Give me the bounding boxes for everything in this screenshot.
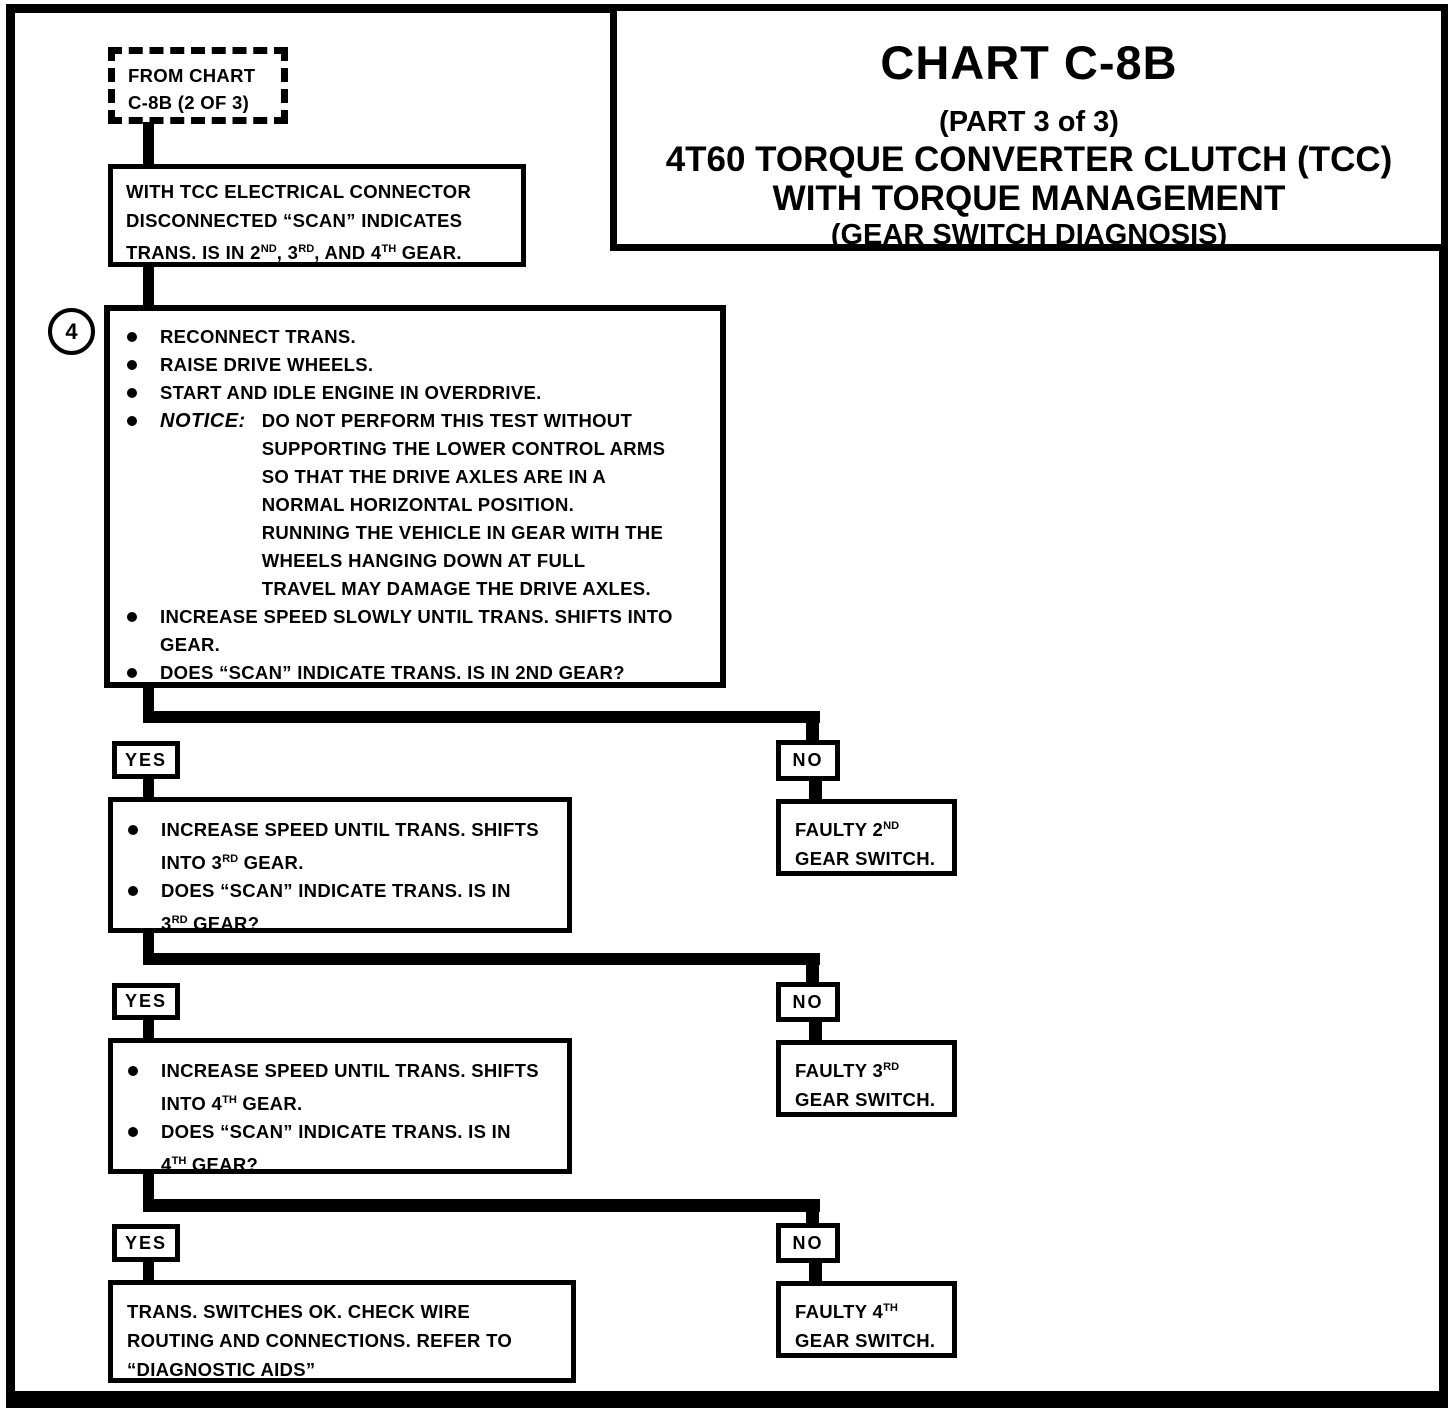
procedure-box: RECONNECT TRANS. RAISE DRIVE WHEELS. STA… [104,305,726,688]
procedure-item: START AND IDLE ENGINE IN OVERDRIVE. [122,379,714,407]
from-chart-box: FROM CHART C-8B (2 OF 3) [108,47,288,124]
tcc-status-box: WITH TCC ELECTRICAL CONNECTOR DISCONNECT… [108,164,526,267]
chart-title-box: CHART C-8B (PART 3 of 3) 4T60 TORQUE CON… [610,4,1448,251]
connector-entry [143,122,154,167]
yes-box-3: YES [112,1224,180,1262]
tcc-line-3: TRANS. IS IN 2ND, 3RD, AND 4TH GEAR. [126,242,462,263]
branch-drop-no-2 [806,953,819,984]
connector-no-1 [809,780,822,800]
tcc-line-2: DISCONNECTED “SCAN” INDICATES [126,210,463,231]
yes-box-2: YES [112,983,180,1020]
branch-drop-no-1 [806,711,819,742]
bullet-icon [127,612,137,622]
bullet-icon [127,668,137,678]
connector-no-2 [809,1021,822,1041]
chart-subtitle-1: 4T60 TORQUE CONVERTER CLUTCH (TCC) [665,140,1393,179]
connector-4th-down [143,1172,154,1204]
connector-tcc-to-procedure [143,265,154,307]
no-box-1: NO [776,740,840,781]
chart-subtitle-3: (GEAR SWITCH DIAGNOSIS) [830,219,1228,251]
tcc-line-1: WITH TCC ELECTRICAL CONNECTOR [126,181,472,202]
procedure-item-question: DOES “SCAN” INDICATE TRANS. IS IN 2ND GE… [122,659,714,687]
step-number-circle: 4 [48,308,95,355]
shift-3rd-box: INCREASE SPEED UNTIL TRANS. SHIFTS INTO … [108,797,572,934]
notice-text: DO NOT PERFORM THIS TEST WITHOUT SUPPORT… [261,410,666,599]
chart-part-label: (PART 3 of 3) [939,106,1119,138]
bullet-icon [128,1127,138,1137]
procedure-item: RECONNECT TRANS. [122,323,714,351]
yes-box-1: YES [112,741,180,779]
chart-title: CHART C-8B [880,36,1178,89]
from-chart-line-2: C-8B (2 OF 3) [128,92,250,113]
faulty-4th-box: FAULTY 4TH GEAR SWITCH. [776,1281,957,1358]
bullet-icon [127,416,137,426]
shift-4th-box: INCREASE SPEED UNTIL TRANS. SHIFTS INTO … [108,1038,572,1175]
branch-bar-2 [143,953,820,965]
procedure-item: RAISE DRIVE WHEELS. [122,351,714,379]
bullet-icon [127,360,137,370]
switches-ok-box: TRANS. SWITCHES OK. CHECK WIRE ROUTING A… [108,1280,576,1383]
branch-drop-no-3 [806,1199,819,1226]
bullet-icon [128,886,138,896]
connector-3rd-down [143,931,154,963]
no-box-3: NO [776,1223,840,1263]
chart-subtitle-2: WITH TORQUE MANAGEMENT [772,179,1286,218]
procedure-item-notice: NOTICE: DO NOT PERFORM THIS TEST WITHOUT… [122,407,714,603]
connector-yes-2 [143,1019,154,1039]
bullet-icon [128,1066,138,1076]
bullet-icon [127,332,137,342]
connector-yes-3 [143,1261,154,1281]
faulty-2nd-box: FAULTY 2ND GEAR SWITCH. [776,799,957,876]
branch-bar-3 [143,1199,820,1212]
no-box-2: NO [776,982,840,1022]
bullet-icon [127,388,137,398]
connector-yes-1 [143,778,154,798]
step-number: 4 [65,318,78,344]
procedure-item: INCREASE SPEED SLOWLY UNTIL TRANS. SHIFT… [122,603,714,659]
faulty-3rd-box: FAULTY 3RD GEAR SWITCH. [776,1040,957,1117]
connector-no-3 [809,1262,822,1283]
bullet-icon [128,825,138,835]
from-chart-line-1: FROM CHART [128,65,256,86]
branch-bar-1 [143,711,820,723]
notice-label: NOTICE: [160,410,246,432]
connector-procedure-down [143,686,154,716]
